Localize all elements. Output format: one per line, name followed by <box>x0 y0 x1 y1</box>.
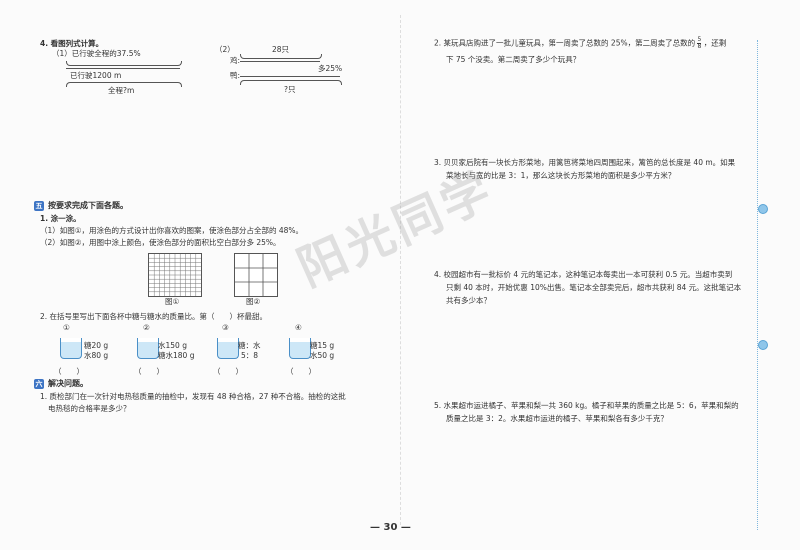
cup-1-line2: 水80 g <box>84 351 109 360</box>
cup-4-line2: 水50 g <box>310 351 335 360</box>
duck-question: ?只 <box>284 85 296 94</box>
cup-3-answer[interactable]: （ ） <box>213 367 243 376</box>
q4-2-label: （2） <box>215 45 235 54</box>
problem-1-line1: 1. 质检部门在一次针对电热毯质量的抽检中，发现有 48 种合格，27 种不合格… <box>40 392 346 401</box>
figure-1-grid[interactable] <box>148 253 202 297</box>
more-label: 多25% <box>318 64 343 73</box>
cup-1-number: ① <box>63 323 70 332</box>
cup-3-line2: 5：8 <box>241 351 259 360</box>
problem-2-line1: 2. 某玩具店购进了一批儿童玩具，第一周卖了总数的 25%，第二周卖了总数的 5… <box>434 37 726 50</box>
section-5-badge: 五 <box>34 200 44 211</box>
cup-4-line1: 糖15 g <box>310 341 335 350</box>
duck-bar <box>240 76 340 77</box>
section-6-badge: 六 <box>34 378 44 389</box>
problem-2-text: 2. 某玩具店购进了一批儿童玩具，第一周卖了总数的 25%，第二周卖了总数的 <box>434 38 696 48</box>
figure-1-label: 图① <box>165 297 180 306</box>
q4-1-bottom-label: 已行驶1200 m <box>70 71 122 80</box>
column-divider <box>400 15 401 525</box>
q4-1-total-label: 全程?m <box>108 86 135 95</box>
q4-title: 4. 看图列式计算。 <box>40 39 104 48</box>
problem-1-line2: 电热毯的合格率是多少？ <box>48 404 131 413</box>
section-5-title: 按要求完成下面各题。 <box>48 201 128 210</box>
cup-3-icon <box>217 338 239 359</box>
q1-1: （1）如图①，用涂色的方式设计出你喜欢的图案，使涂色部分占全部的 48%。 <box>40 226 304 235</box>
binding-hole-bottom <box>758 340 768 350</box>
q1-title: 1. 涂一涂。 <box>40 214 81 223</box>
section-6-title: 解决问题。 <box>48 379 88 388</box>
problem-3-line1: 3. 贝贝家后院有一块长方形菜地，用篱笆将菜地四周围起来，篱笆的总长度是 40 … <box>434 158 736 167</box>
problem-4-line2: 只剩 40 本时，开始优惠 10%出售。笔记本全部卖完后，超市共获利 84 元。… <box>446 283 742 292</box>
figure-2-grid[interactable] <box>234 253 278 297</box>
q4-1-top-brace <box>66 61 182 66</box>
fraction-numerator: 5 <box>697 36 702 44</box>
problem-2-line2: 下 75 个没卖。第二周卖了多少个玩具？ <box>446 55 581 64</box>
problem-5-line2: 质量之比是 3：2。水果超市运进的橘子、苹果和梨各有多少千克？ <box>446 414 668 423</box>
q4-1-label: （1）已行驶全程的37.5% <box>52 49 141 58</box>
duck-label: 鸭: <box>230 71 241 80</box>
cup-2-number: ② <box>143 323 150 332</box>
cup-1-answer[interactable]: （ ） <box>54 367 84 376</box>
binding-line <box>757 40 758 530</box>
duck-brace <box>240 80 342 85</box>
chicken-label: 鸡: <box>230 56 241 65</box>
cup-2-line2: 糖水180 g <box>158 351 195 360</box>
q4-1-total-brace <box>66 82 182 87</box>
q4-2-top-label: 28只 <box>272 45 290 54</box>
cup-2-line1: 水150 g <box>158 341 187 350</box>
binding-hole-top <box>758 204 768 214</box>
cup-1-line1: 糖20 g <box>84 341 109 350</box>
figure-2-label: 图② <box>246 297 261 306</box>
cup-4-answer[interactable]: （ ） <box>286 367 316 376</box>
problem-5-line1: 5. 水果超市运进橘子、苹果和梨一共 360 kg。橘子和苹果的质量之比是 5：… <box>434 401 739 410</box>
section-6-header: 六 解决问题。 <box>34 378 88 389</box>
section-5-header: 五 按要求完成下面各题。 <box>34 200 128 211</box>
cup-2-icon <box>137 338 159 359</box>
q4-1-bar <box>66 68 180 69</box>
cup-1-icon <box>60 338 82 359</box>
problem-2-text-tail: ，还剩 <box>703 38 727 48</box>
problem-4-line1: 4. 校园超市有一批标价 4 元的笔记本，这种笔记本每卖出一本可获利 0.5 元… <box>434 270 733 279</box>
problem-3-line2: 菜地长与宽的比是 3：1，那么这块长方形菜地的面积是多少平方米？ <box>446 171 676 180</box>
chicken-bar <box>240 61 320 62</box>
page-number: — 30 — <box>370 522 411 533</box>
q2-title: 2. 在括号里写出下面各杯中糖与糖水的质量比。第（ ）杯最甜。 <box>40 312 268 321</box>
problem-4-line3: 共有多少本？ <box>446 296 491 305</box>
q1-2: （2）如图②，用图中涂上颜色，使涂色部分的面积比空白部分多 25%。 <box>40 238 281 247</box>
cup-3-number: ③ <box>222 323 229 332</box>
q4-2-top-brace <box>240 54 322 59</box>
fraction-denominator: 8 <box>697 43 702 50</box>
cup-3-line1: 糖：水 <box>238 341 261 350</box>
cup-2-answer[interactable]: （ ） <box>134 367 164 376</box>
problem-2-fraction: 5 8 <box>697 36 702 50</box>
cup-4-icon <box>289 338 311 359</box>
cup-4-number: ④ <box>295 323 302 332</box>
